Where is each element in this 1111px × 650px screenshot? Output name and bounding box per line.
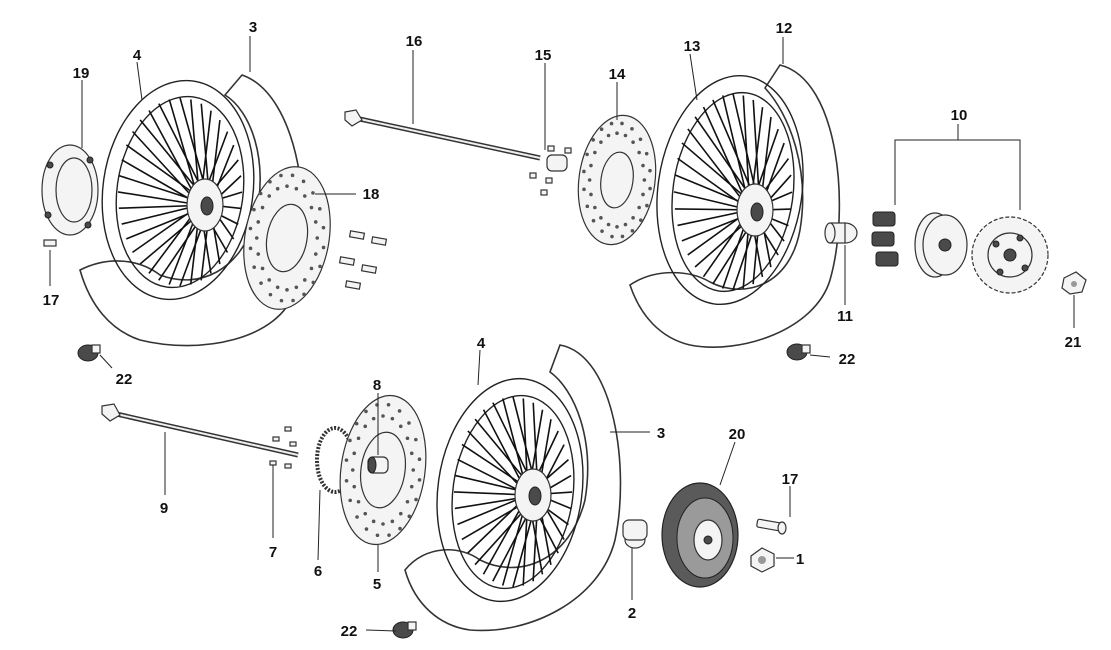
callout-18: 18 (363, 186, 380, 203)
bolt (756, 518, 787, 535)
valve (786, 343, 811, 361)
wheel-bottom (404, 344, 622, 632)
disc-bolts (338, 230, 388, 290)
callout-3: 3 (657, 425, 665, 442)
callout-16: 16 (406, 33, 423, 50)
callout-2: 2 (628, 605, 636, 622)
callout-4: 4 (133, 47, 142, 64)
bolt (43, 239, 57, 247)
callout-3: 3 (249, 19, 257, 36)
rear-brake-disc (577, 114, 657, 246)
brake-cover (41, 144, 99, 236)
callout-13: 13 (684, 38, 701, 55)
valve (77, 344, 101, 362)
front-brake-disc (339, 394, 427, 546)
spokes (673, 93, 793, 291)
callout-15: 15 (535, 47, 552, 64)
callout-8: 8 (373, 377, 381, 394)
leader-lines (49, 36, 1075, 632)
axle-bottom (101, 403, 299, 469)
callout-11: 11 (837, 308, 853, 325)
axle-top (344, 109, 541, 161)
nut (750, 547, 775, 573)
callout-14: 14 (609, 66, 626, 83)
callout-19: 19 (73, 65, 90, 82)
brake-disc (243, 166, 331, 310)
callout-5: 5 (373, 576, 381, 593)
callout-22: 22 (116, 371, 133, 388)
callout-6: 6 (314, 563, 322, 580)
callout-22: 22 (839, 351, 856, 368)
callout-17: 17 (782, 471, 799, 488)
callout-20: 20 (729, 426, 746, 443)
callout-1: 1 (796, 551, 804, 568)
callout-12: 12 (776, 20, 793, 37)
callout-7: 7 (269, 544, 277, 561)
spacer-2 (622, 519, 648, 549)
nut (1061, 271, 1087, 295)
spacer (529, 145, 572, 196)
wheel-top-right (629, 64, 841, 348)
callout-9: 9 (160, 500, 168, 517)
callout-17: 17 (43, 292, 60, 309)
callout-22: 22 (341, 623, 358, 640)
callout-4: 4 (477, 335, 486, 352)
callout-labels: 3 4 19 18 17 22 16 15 14 13 12 10 11 21 … (43, 19, 1082, 640)
valve (392, 621, 417, 639)
sprocket-assembly (871, 211, 1049, 294)
spacer-11 (824, 222, 858, 244)
hub-cover (661, 482, 739, 588)
spokes (117, 97, 243, 287)
callout-10: 10 (951, 107, 968, 124)
callout-21: 21 (1065, 334, 1082, 351)
